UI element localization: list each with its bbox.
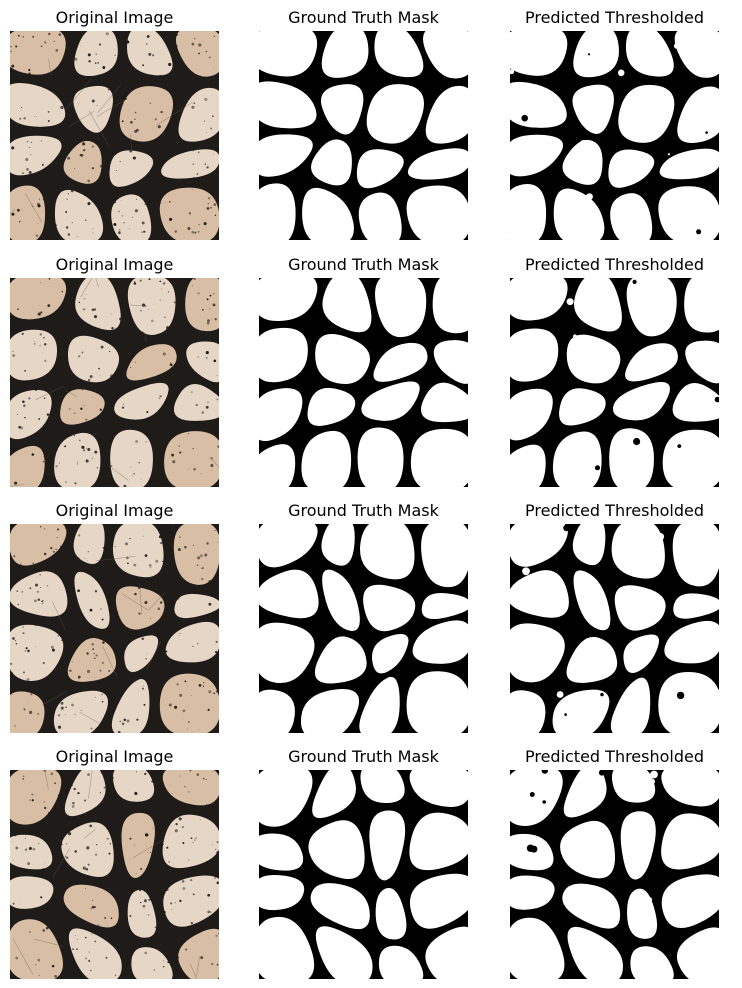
ground-truth-mask-image bbox=[259, 524, 468, 733]
panel-title: Original Image bbox=[55, 8, 174, 27]
predicted-mask-image bbox=[510, 278, 719, 487]
micrograph-image bbox=[10, 524, 219, 733]
panel-title: Original Image bbox=[55, 255, 174, 274]
panel-title: Predicted Thresholded bbox=[524, 747, 705, 766]
panel-title: Ground Truth Mask bbox=[288, 8, 439, 27]
panel-title: Original Image bbox=[55, 747, 174, 766]
predicted-mask-image bbox=[510, 524, 719, 733]
ground-truth-mask-image bbox=[259, 31, 468, 240]
panel-title: Predicted Thresholded bbox=[524, 8, 705, 27]
micrograph-image bbox=[10, 770, 219, 979]
panel-title: Ground Truth Mask bbox=[288, 501, 439, 520]
panel-title: Predicted Thresholded bbox=[524, 501, 705, 520]
panel-title: Ground Truth Mask bbox=[288, 747, 439, 766]
predicted-mask-image bbox=[510, 770, 719, 979]
ground-truth-mask-image bbox=[259, 770, 468, 979]
micrograph-image bbox=[10, 31, 219, 240]
panel-title: Original Image bbox=[55, 501, 174, 520]
panel-title: Predicted Thresholded bbox=[524, 255, 705, 274]
predicted-mask-image bbox=[510, 31, 719, 240]
panel-title: Ground Truth Mask bbox=[288, 255, 439, 274]
ground-truth-mask-image bbox=[259, 278, 468, 487]
micrograph-image bbox=[10, 278, 219, 487]
